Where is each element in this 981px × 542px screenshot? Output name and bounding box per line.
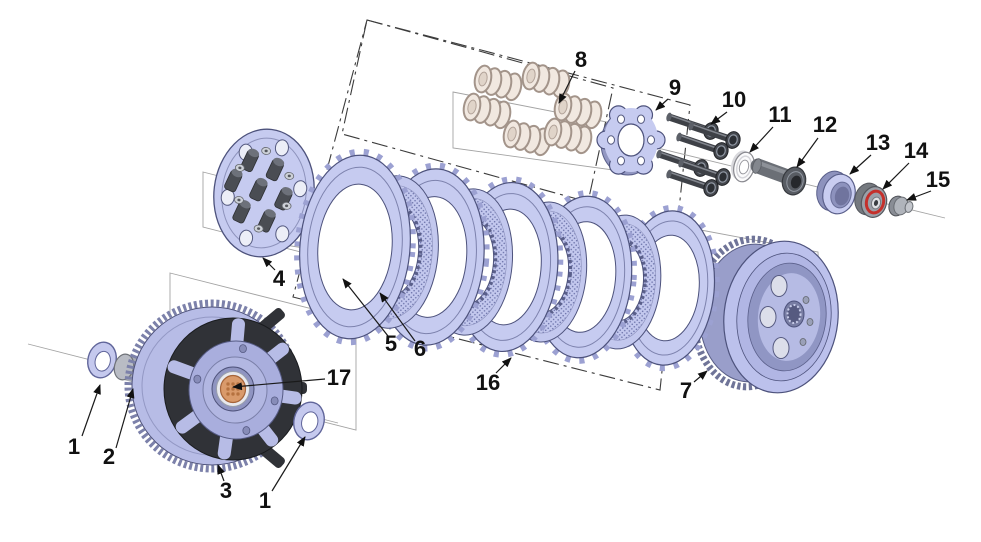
bearing-seal	[864, 189, 886, 215]
leader-line	[882, 162, 910, 190]
part-number-label: 8	[575, 47, 587, 72]
clutch-spring	[521, 61, 571, 99]
leader-line	[906, 190, 932, 201]
pressure-plate-pin	[281, 201, 292, 210]
pressure-plate-post	[240, 148, 260, 173]
spring-set	[462, 61, 603, 157]
part-number-label: 1	[259, 488, 271, 513]
pressure-plate-pin	[284, 172, 295, 180]
part-number-label: 7	[680, 378, 692, 403]
spring-retainer-plate	[596, 105, 666, 176]
clutch-spring	[543, 117, 593, 155]
bearing	[854, 182, 888, 218]
pressure-plate-post	[274, 187, 293, 211]
pressure-plate-hole	[275, 225, 290, 243]
basket-rivet-hole	[242, 426, 251, 435]
leader-line	[115, 388, 135, 449]
part-number-label: 1	[68, 434, 80, 459]
retainer-bolt-hole	[607, 135, 615, 145]
pressure-plate	[213, 128, 315, 258]
leader-line	[558, 70, 576, 104]
retainer-bolt-holes	[607, 114, 655, 166]
clutch-spring	[462, 92, 512, 130]
pressure-plate-posts	[224, 148, 293, 233]
retainer-bolt-hole	[647, 135, 655, 145]
hub-hole	[772, 337, 790, 359]
socket-bolt	[676, 132, 729, 160]
socket-bolt	[678, 158, 731, 186]
pressure-plate-hole	[239, 229, 254, 247]
retainer-bolt-hole	[637, 114, 645, 124]
leader-line	[655, 98, 669, 111]
leader-line	[232, 378, 326, 391]
leader-line	[693, 370, 708, 383]
part-number-label: 15	[926, 167, 950, 192]
leader-line	[849, 154, 872, 175]
socket-bolt	[688, 121, 741, 149]
pressure-plate-pin	[261, 147, 272, 155]
pressure-plate-holes	[220, 139, 308, 247]
leader-line	[262, 257, 276, 271]
hub-hole	[759, 306, 777, 328]
pressure-plate-post	[265, 157, 285, 182]
spacer-collar	[816, 170, 856, 215]
hub-hole	[770, 275, 788, 297]
plate-stack	[294, 148, 720, 372]
pressure-plate-pin	[234, 196, 244, 204]
part-number-label: 11	[768, 102, 791, 127]
thrust-washer-right	[293, 401, 325, 441]
basket-rivet-hole	[239, 344, 247, 354]
part-number-label: 14	[904, 138, 929, 163]
clutch-hub	[690, 235, 839, 394]
leader-line	[342, 278, 389, 337]
part-number-label: 4	[273, 266, 286, 291]
socket-bolt	[666, 169, 719, 197]
basket-rivet-hole	[270, 396, 279, 406]
clutch-basket	[124, 299, 307, 473]
part-number-label: 2	[103, 444, 115, 469]
part-number-label: 5	[385, 331, 397, 356]
pressure-plate-pin	[234, 163, 245, 172]
leader-line	[271, 436, 306, 492]
part-number-label: 3	[220, 478, 232, 503]
pressure-plate-pins	[234, 147, 295, 233]
part-number-label: 12	[813, 112, 837, 137]
leader-line	[495, 357, 512, 374]
thrust-washer-left	[87, 341, 117, 379]
part-number-label: 16	[476, 370, 500, 395]
leader-line	[379, 292, 416, 342]
leader-line	[81, 384, 101, 437]
leader-line	[749, 126, 774, 153]
pressure-plate-pin	[253, 224, 264, 233]
leader-line	[217, 464, 225, 482]
retainer-bolt-hole	[617, 156, 625, 166]
part-number-label: 6	[414, 336, 426, 361]
retainer-bolt-hole	[617, 114, 625, 124]
nut-fitting	[888, 195, 914, 217]
bolt-set	[656, 112, 741, 197]
retainer-center-hole	[617, 123, 645, 157]
part-number-label: 13	[866, 130, 890, 155]
basket-rivet-hole	[193, 374, 202, 384]
part-number-label: 17	[327, 365, 351, 390]
part-number-label: 10	[722, 87, 746, 112]
needle-bearing-rollers	[226, 382, 240, 396]
basket-rivet-holes	[193, 344, 279, 435]
leader-line	[710, 111, 728, 125]
washer-small	[730, 150, 755, 183]
center-bolt	[750, 158, 807, 196]
retainer-bolt-hole	[637, 156, 645, 166]
pressure-plate-post	[249, 177, 268, 202]
pressure-plate-hole	[274, 139, 289, 157]
pressure-plate-hole	[293, 180, 308, 198]
basket-slot	[167, 360, 197, 380]
part-number-label: 9	[669, 75, 681, 100]
clutch-spring	[473, 64, 523, 102]
leader-line	[796, 137, 819, 168]
